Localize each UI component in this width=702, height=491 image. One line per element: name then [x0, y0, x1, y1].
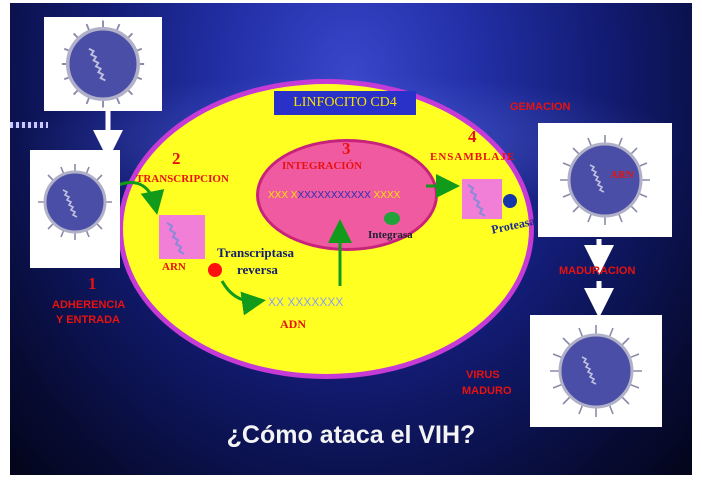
mature-virus-label-line1: VIRUS: [466, 369, 500, 381]
integrase-label: Integrasa: [368, 229, 413, 241]
step-3-label: INTEGRACIÓN: [282, 160, 363, 172]
arn-label-right: ARN: [610, 169, 634, 181]
virus-top-left: [44, 17, 162, 111]
integration-sequence: XXX XXXXXXXXXXXX XXXX: [268, 190, 400, 201]
virus-icon: [550, 325, 642, 417]
host-dna-seq-b: XXXX: [370, 190, 401, 201]
step-1-label-line1: ADHERENCIA: [52, 299, 126, 311]
virus-entry: [30, 150, 120, 268]
arrow-arn-to-adn: [220, 280, 266, 316]
virus-mature: [530, 315, 662, 427]
virus-icon: [38, 164, 112, 240]
cell-label: LINFOCITO CD4: [293, 95, 397, 110]
step-3-number: 3: [342, 139, 351, 158]
step-4-number: 4: [468, 127, 477, 146]
maturation-label: MADURACION: [559, 265, 636, 277]
reverse-transcriptase-dot: [208, 263, 222, 277]
rna-strand-icon: [467, 184, 486, 217]
rna-box-assembly: [462, 179, 502, 219]
step-2-label: TRANSCRIPCION: [136, 173, 229, 185]
step-2-number: 2: [172, 149, 181, 168]
cell-label-box: LINFOCITO CD4: [274, 91, 416, 115]
virus-icon: [560, 135, 650, 225]
transcriptase-label-line1: Transcriptasa: [217, 245, 295, 260]
protease-dot: [503, 194, 517, 208]
viral-dna-seq: XXXXXXXXXXX: [297, 190, 371, 201]
slide: LINFOCITO CD4: [10, 3, 692, 475]
virus-icon: [61, 20, 145, 108]
arrow-entry-to-transcription: [112, 181, 165, 215]
arrows-layer: [93, 103, 614, 318]
nucleus: [256, 139, 438, 251]
slide-title: ¿Cómo ataca el VIH?: [226, 421, 476, 449]
mature-virus-label-line2: MADURO: [462, 385, 512, 397]
rna-box-transcription: [159, 215, 205, 259]
rna-strand-icon: [166, 222, 185, 255]
dotted-strip: [10, 122, 48, 128]
budding-label: GEMACION: [510, 101, 571, 113]
arn-label-left: ARN: [162, 261, 186, 273]
step-1-number: 1: [88, 274, 97, 293]
integrase-dot: [384, 212, 400, 225]
host-dna-seq-a: XXX X: [268, 190, 298, 201]
step-4-label: ENSAMBLAJE: [430, 151, 516, 163]
step-1-label-line2: Y ENTRADA: [56, 314, 120, 326]
adn-label: ADN: [280, 317, 306, 331]
virus-budding: [538, 123, 672, 237]
transcriptase-label-line2: reversa: [237, 262, 278, 277]
adn-sequence: XX XXXXXXX: [268, 295, 344, 309]
